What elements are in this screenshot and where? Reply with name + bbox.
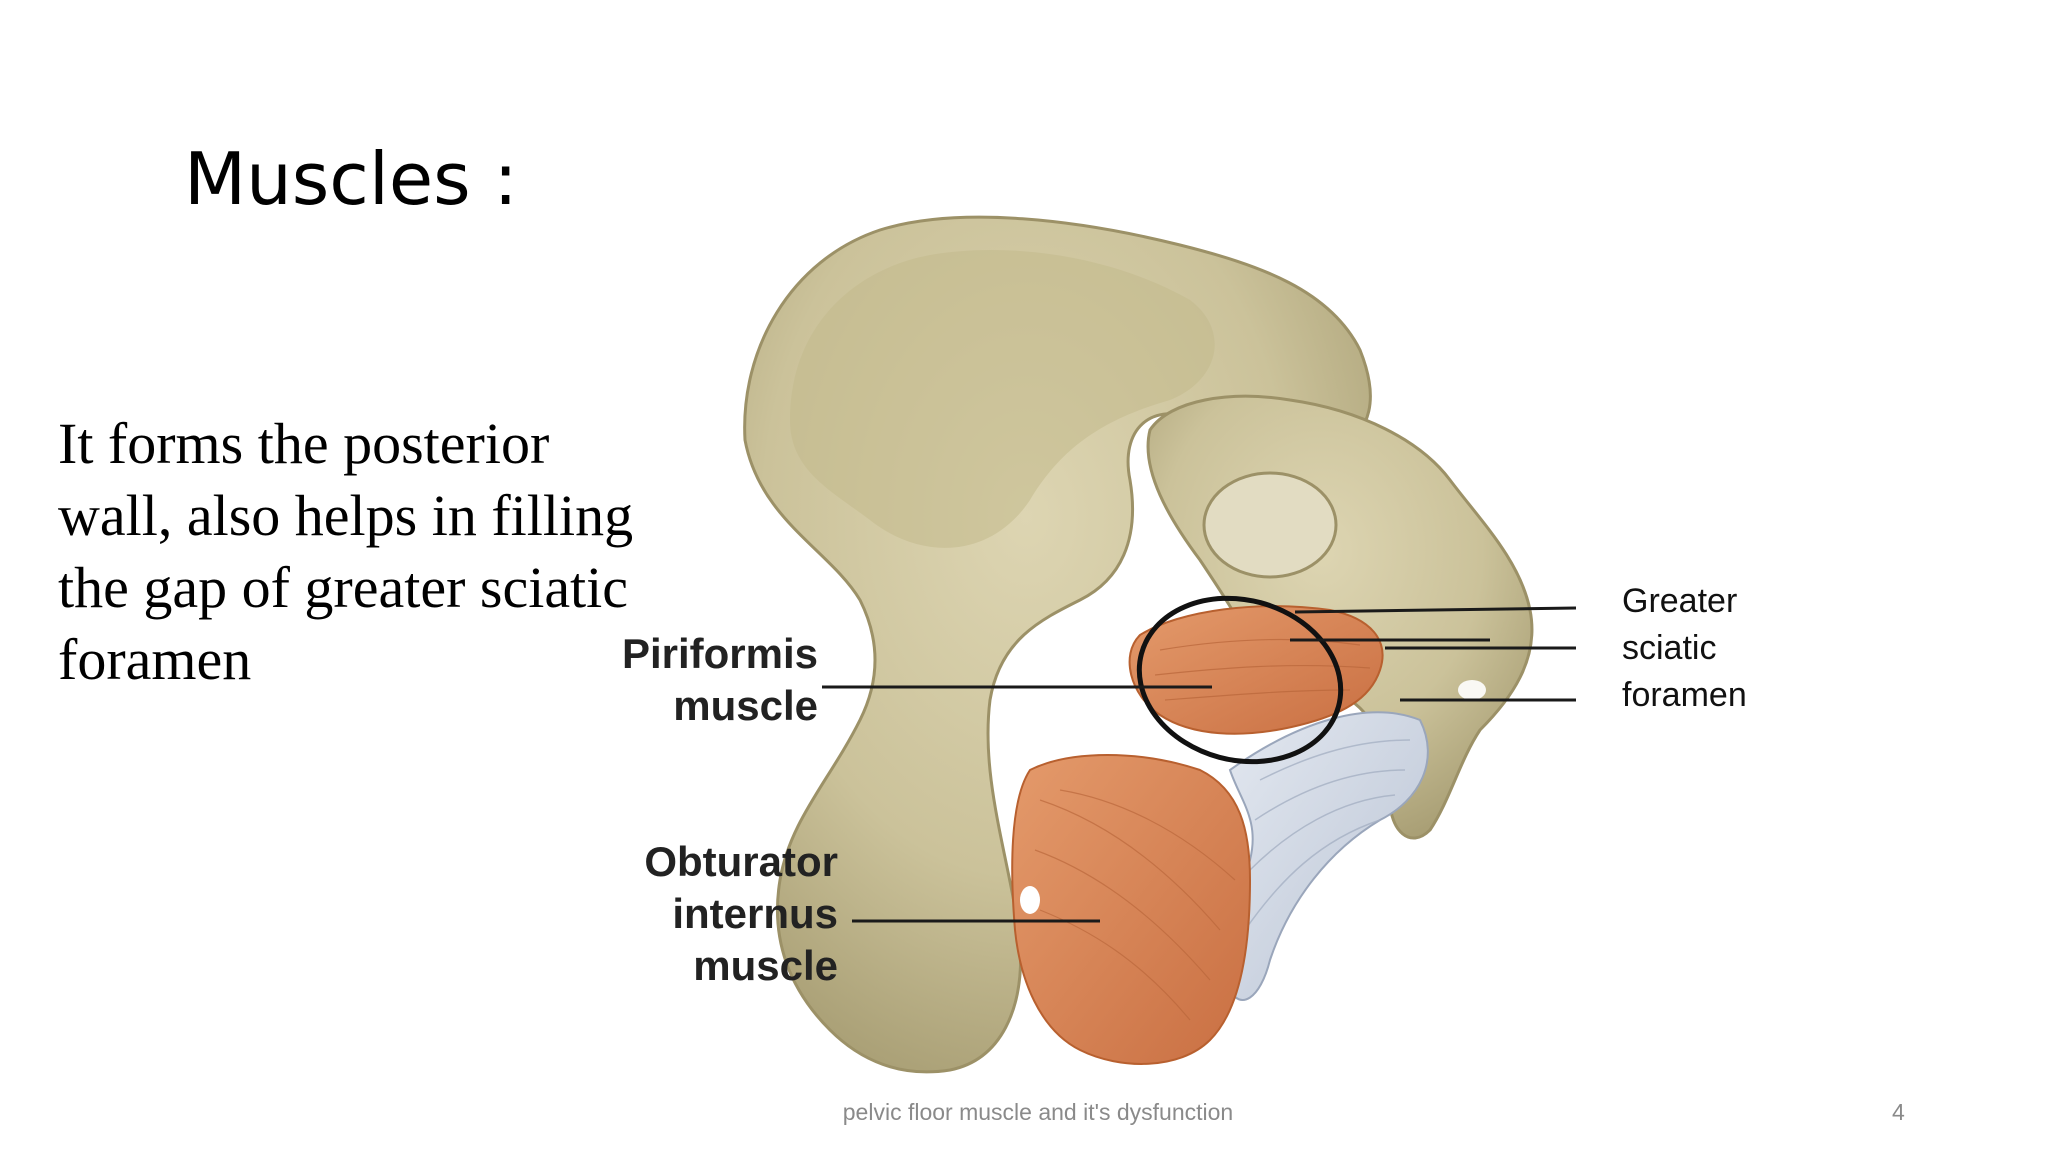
- body-line: the gap of greater sciatic: [58, 555, 629, 620]
- page-number: 4: [1892, 1099, 1905, 1125]
- piriformis-label-line: muscle: [673, 682, 818, 729]
- obturator-label-line: muscle: [693, 942, 838, 989]
- piriformis-label: Piriformis muscle: [560, 628, 818, 732]
- vertebral-body: [1202, 471, 1338, 579]
- slide-footer: pelvic floor muscle and it's dysfunction: [842, 1099, 1234, 1125]
- obturator-foramen: [1020, 886, 1040, 914]
- foramen-label-line: foramen: [1622, 676, 1747, 714]
- body-line: foramen: [58, 627, 252, 692]
- obturator-label-line: Obturator: [644, 838, 838, 885]
- sacral-foramen: [1480, 727, 1500, 743]
- iliac-fossa: [790, 250, 1215, 548]
- body-line: wall, also helps in filling: [58, 483, 634, 548]
- foramen-label-line: sciatic: [1622, 629, 1717, 667]
- body-line: It forms the posterior: [58, 411, 550, 476]
- foramen-label: Greater sciatic foramen: [1622, 578, 1747, 719]
- highlight-circle: [1136, 595, 1344, 765]
- leader-line-foramen-1: [1294, 606, 1577, 614]
- foramen-label-line: Greater: [1622, 582, 1738, 620]
- slide-title: Muscles :: [184, 137, 518, 221]
- obturator-label-line: internus: [672, 890, 838, 937]
- piriformis-label-line: Piriformis: [621, 630, 818, 677]
- sacral-foramen: [1458, 680, 1486, 700]
- ligament: [1226, 711, 1429, 1001]
- obturator-label: Obturator internus muscle: [580, 836, 838, 992]
- body-text: It forms the posterior wall, also helps …: [58, 408, 698, 696]
- obturator-internus-muscle: [1011, 754, 1252, 1065]
- piriformis-muscle: [1128, 605, 1384, 735]
